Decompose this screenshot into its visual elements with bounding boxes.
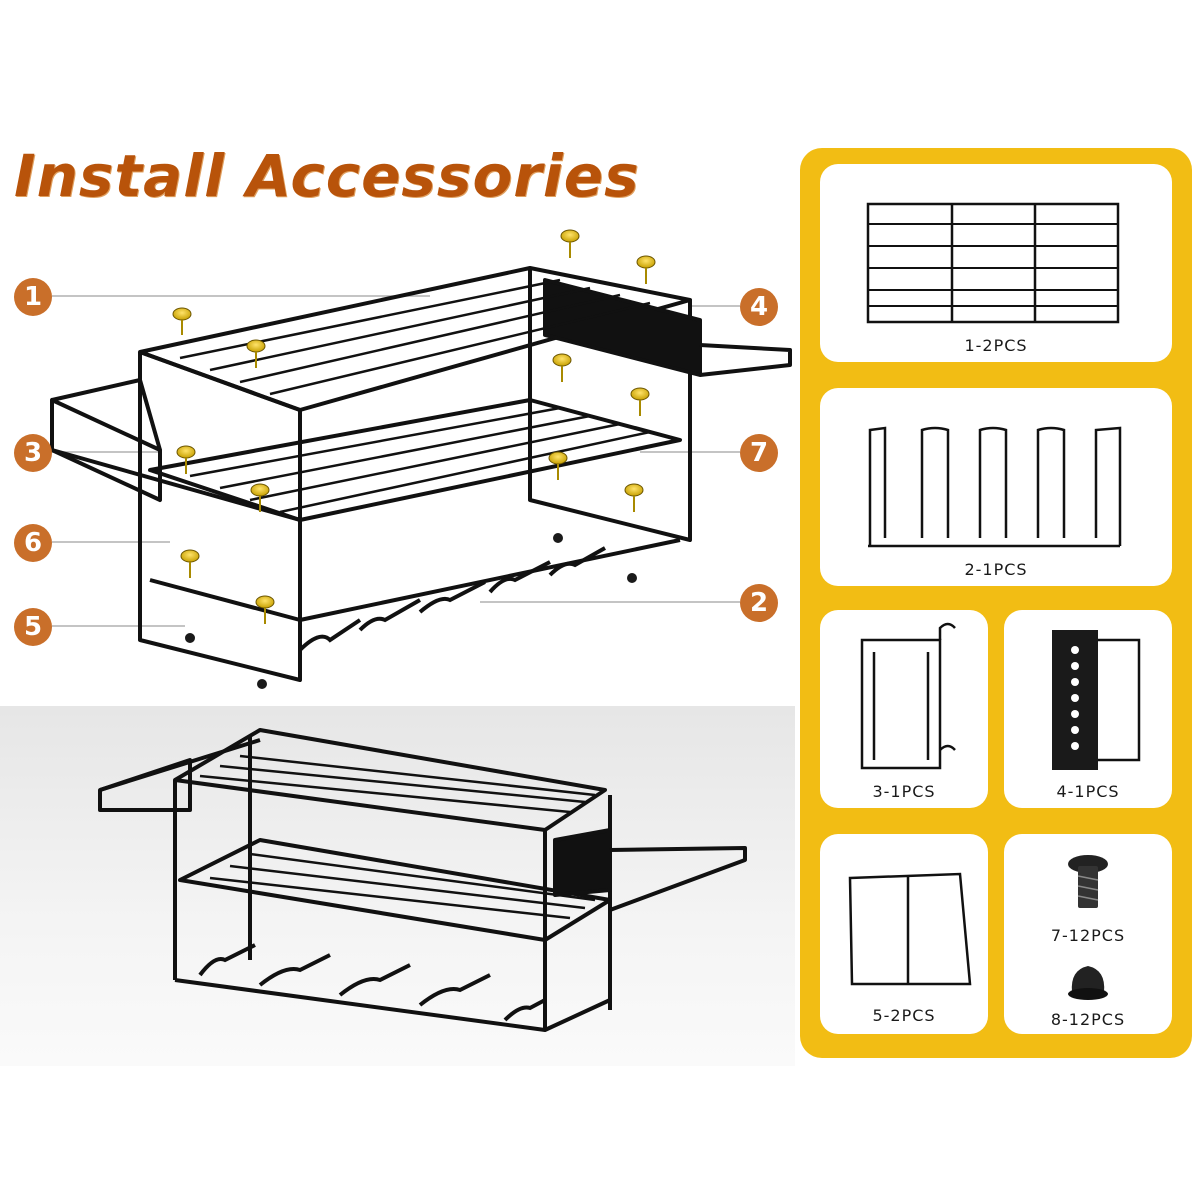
part-label-4: 4-1PCS: [1056, 782, 1120, 801]
part-card-2: 2-1PCS: [820, 388, 1172, 586]
parts-panel: 1-2PCS 2-1PCS 3-1PCS: [800, 148, 1192, 1058]
assembled-wires: [199, 754, 596, 920]
page-title: Install Accessories: [14, 142, 640, 210]
callout-5: 5: [14, 608, 52, 646]
rack-diagram: [50, 229, 792, 1032]
part-label-3: 3-1PCS: [872, 782, 936, 801]
assembled-hooks: [198, 943, 546, 1022]
part-card-5: 5-2PCS: [820, 834, 988, 1034]
shelf-panel-icon: [866, 202, 1120, 324]
shelf-wires: [179, 278, 651, 514]
callout-6: 6: [14, 524, 52, 562]
nut-icon: [1068, 966, 1108, 1000]
battery-rack-icon: [860, 622, 956, 770]
part-card-1: 1-2PCS: [820, 164, 1172, 362]
side-panel-icon: [848, 872, 972, 986]
part-label-7: 7-12PCS: [1050, 926, 1126, 945]
part-card-4: 4-1PCS: [1004, 610, 1172, 808]
assembled-rack: [98, 728, 747, 1032]
accessory-holder-icon: [1052, 630, 1141, 770]
drill-hook-rack-icon: [868, 426, 1122, 548]
screws: [172, 229, 656, 689]
part-card-3: 3-1PCS: [820, 610, 988, 808]
callout-1: 1: [14, 278, 52, 316]
exploded-rack: [50, 266, 792, 682]
part-label-2: 2-1PCS: [964, 560, 1028, 579]
callout-2: 2: [740, 584, 778, 622]
screw-icon: [1068, 855, 1108, 908]
leader-lines: [52, 295, 740, 627]
callout-3: 3: [14, 434, 52, 472]
callout-7: 7: [740, 434, 778, 472]
part-card-6: 7-12PCS 8-12PCS: [1004, 834, 1172, 1034]
part-label-5: 5-2PCS: [872, 1006, 936, 1025]
drill-hooks: [298, 546, 606, 652]
part-label-1: 1-2PCS: [964, 336, 1028, 355]
callout-4: 4: [740, 288, 778, 326]
part-label-8: 8-12PCS: [1050, 1010, 1126, 1029]
